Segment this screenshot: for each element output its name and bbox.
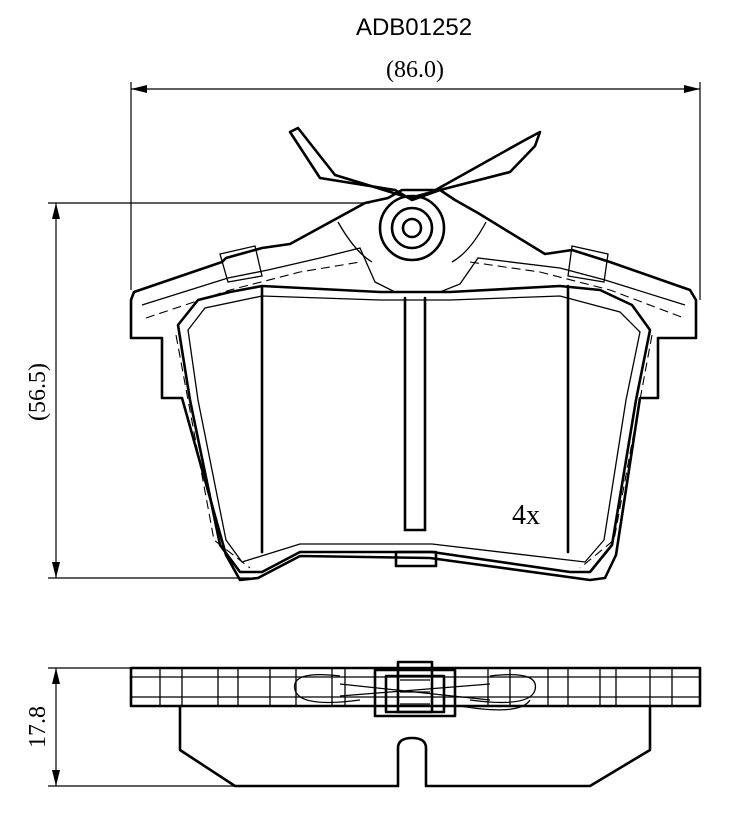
brake-pad-front-view: [129, 126, 698, 582]
height-dimension-label: (56.5): [25, 363, 51, 421]
thickness-dimension-label: 17.8: [25, 706, 51, 748]
thickness-dimension: 17.8: [25, 667, 235, 787]
spring-coil-inner: [401, 217, 423, 239]
width-dimension: (86.0): [130, 57, 701, 300]
height-dimension: (56.5): [25, 202, 370, 579]
brake-pad-side-view: [129, 660, 702, 788]
part-number: ADB01252: [356, 14, 472, 41]
width-dimension-label: (86.0): [386, 57, 444, 83]
spring-coil-middle: [390, 206, 434, 250]
spring-coil-outer: [378, 194, 446, 262]
quantity-label: 4x: [512, 500, 540, 531]
